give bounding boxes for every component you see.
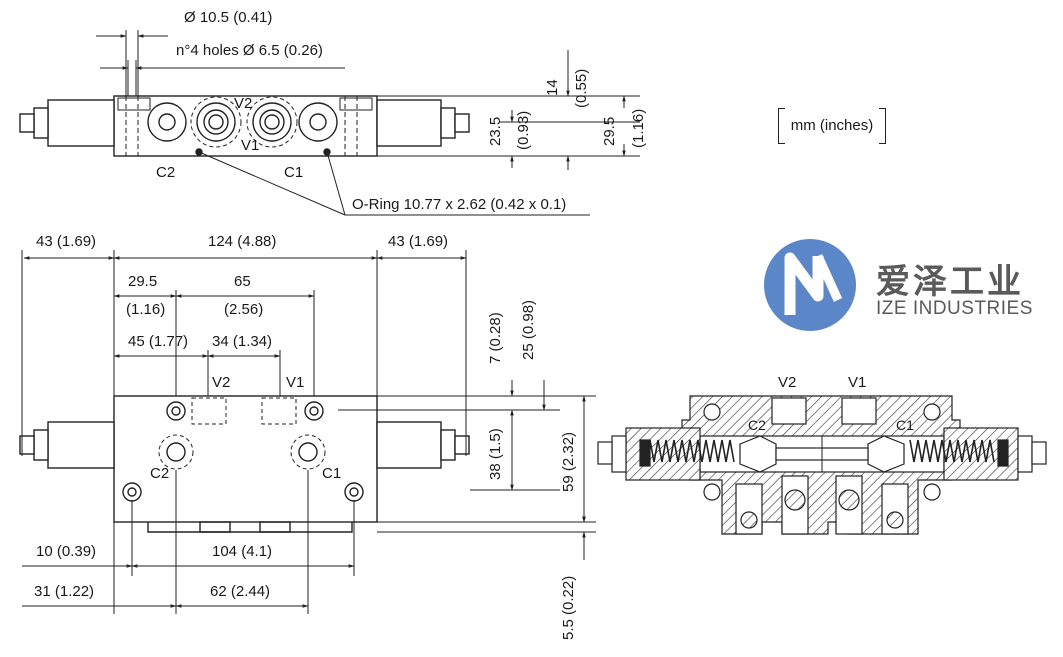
units-legend: mm (inches) xyxy=(778,108,886,144)
dim-right-43: 43 (1.69) xyxy=(388,233,448,250)
section-view xyxy=(597,395,1047,535)
dim-45: 45 (1.77) xyxy=(128,333,188,350)
dim-62: 62 (2.44) xyxy=(210,583,270,600)
dim-7: 7 (0.28) xyxy=(487,312,504,364)
company-name-cn: 爱泽工业 xyxy=(876,262,1024,302)
dim-0-93: (0.93) xyxy=(515,111,532,150)
front-port-v1-label: V1 xyxy=(286,374,304,391)
dim-23-5: 23.5 xyxy=(487,117,504,146)
company-logo-icon xyxy=(764,239,856,331)
front-view xyxy=(19,250,596,614)
dim-center-124: 124 (4.88) xyxy=(208,233,276,250)
dim-14: 14 xyxy=(544,79,561,96)
dim-104: 104 (4.1) xyxy=(212,543,272,560)
front-port-c2-label: C2 xyxy=(150,465,169,482)
dim-10: 10 (0.39) xyxy=(36,543,96,560)
front-view-labels: 43 (1.69) 124 (4.88) 43 (1.69) 29.5 (1.1… xyxy=(34,233,577,640)
section-port-c2-label: C2 xyxy=(748,417,766,433)
top-view-labels: Ø 10.5 (0.41) n°4 holes Ø 6.5 (0.26) V2 … xyxy=(156,9,647,213)
hole-diameter-label: Ø 10.5 (0.41) xyxy=(184,9,272,26)
dim-29-5: 29.5 xyxy=(601,117,618,146)
front-port-c1-label: C1 xyxy=(322,465,341,482)
dim-65: 65 xyxy=(234,273,251,290)
dim-34: 34 (1.34) xyxy=(212,333,272,350)
dim-59: 59 (2.32) xyxy=(560,432,577,492)
mounting-holes-label: n°4 holes Ø 6.5 (0.26) xyxy=(176,42,323,59)
dim-2-56: (2.56) xyxy=(224,301,263,318)
dim-1-16: (1.16) xyxy=(630,109,647,148)
company-name-en: IZE INDUSTRIES xyxy=(876,298,1033,319)
dim-29-5-front: 29.5 xyxy=(128,273,157,290)
dim-5-5: 5.5 (0.22) xyxy=(560,576,577,640)
top-port-v1-label: V1 xyxy=(241,137,259,154)
oring-label: O-Ring 10.77 x 2.62 (0.42 x 0.1) xyxy=(352,196,566,213)
dim-0-55: (0.55) xyxy=(573,69,590,108)
top-port-c2-label: C2 xyxy=(156,164,175,181)
dim-1-16-front: (1.16) xyxy=(126,301,165,318)
section-view-labels: V2 V1 C2 C1 xyxy=(748,374,914,433)
dim-25: 25 (0.98) xyxy=(520,300,537,360)
section-port-v2-label: V2 xyxy=(778,374,796,391)
top-port-c1-label: C1 xyxy=(284,164,303,181)
front-port-v2-label: V2 xyxy=(212,374,230,391)
dim-left-43: 43 (1.69) xyxy=(36,233,96,250)
dim-31: 31 (1.22) xyxy=(34,583,94,600)
section-port-c1-label: C1 xyxy=(896,417,914,433)
section-port-v1-label: V1 xyxy=(848,374,866,391)
dim-38: 38 (1.5) xyxy=(487,428,504,480)
top-view xyxy=(19,30,640,216)
top-port-v2-label: V2 xyxy=(234,95,252,112)
